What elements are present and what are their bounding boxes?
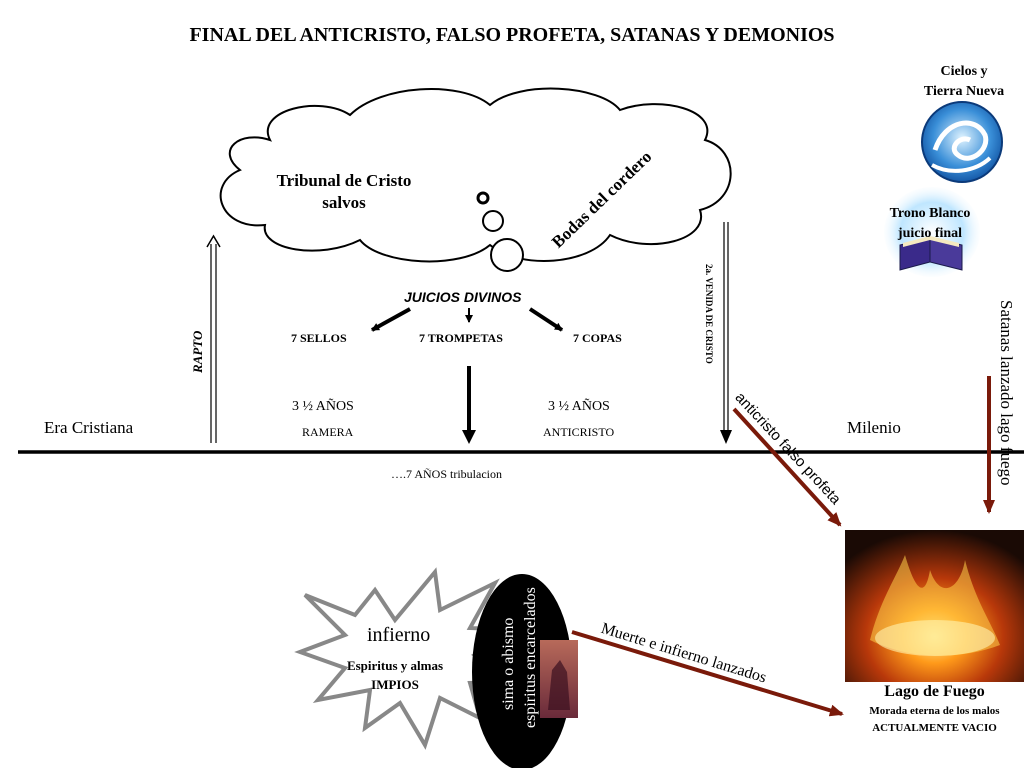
- thought-bubble-large: [490, 238, 524, 272]
- infierno-label: infierno: [367, 624, 431, 646]
- tribunal-line1: Tribunal de Cristo: [276, 171, 412, 190]
- arrow-anticristo-to-lago: [732, 407, 842, 527]
- thought-bubble-small: [476, 191, 490, 205]
- lago-line2: ACTUALMENTE VACIO: [872, 722, 997, 734]
- lago-title: Lago de Fuego: [884, 683, 985, 700]
- trono-line2: juicio final: [897, 226, 963, 241]
- cloud-shape: [219, 87, 732, 263]
- abismo-line1: sima o abismo: [500, 617, 517, 710]
- milenio-label: Milenio: [847, 418, 901, 437]
- abismo-ellipse: [472, 574, 572, 768]
- copas-label: 7 COPAS: [573, 331, 622, 345]
- juicios-title: JUICIOS DIVINOS: [404, 289, 522, 305]
- years-right-label: 3 ½ AÑOS: [548, 399, 610, 414]
- trono-label: Trono Blanco juicio final: [872, 204, 988, 244]
- book-icon: [884, 187, 980, 277]
- globe-icon: [921, 101, 1003, 183]
- cielos-line1: Cielos y: [940, 64, 988, 79]
- lago-fuego-image: [845, 530, 1024, 682]
- anticristo-label: ANTICRISTO: [543, 425, 615, 439]
- abismo-label: sima o abismo espiritus encarcelados: [498, 587, 542, 728]
- infierno-line1: Espiritus y almas: [346, 658, 444, 673]
- rapto-arrow-head: [206, 234, 221, 248]
- tribulacion-label: ….7 AÑOS tribulacion: [391, 467, 502, 481]
- abismo-figure-silhouette: [548, 660, 570, 710]
- venida-arrow-head: [720, 430, 732, 444]
- trono-line1: Trono Blanco: [889, 206, 971, 221]
- thought-bubble-medium: [482, 210, 504, 232]
- cielos-line2: Tierra Nueva: [923, 84, 1005, 99]
- rapto-label: RAPTO: [190, 330, 205, 373]
- infierno-line2: IMPIOS: [371, 677, 419, 692]
- sellos-label: 7 SELLOS: [291, 331, 347, 345]
- lago-line1: Morada eterna de los malos: [869, 705, 1000, 717]
- arrow-to-sellos: [371, 307, 411, 332]
- cielos-label: Cielos y Tierra Nueva: [904, 62, 1024, 102]
- arrow-to-copas: [528, 307, 564, 332]
- arrow-muerte-to-lago: [571, 630, 844, 717]
- era-cristiana-label: Era Cristiana: [44, 418, 134, 437]
- years-left-label: 3 ½ AÑOS: [292, 399, 354, 414]
- trompetas-label: 7 TROMPETAS: [419, 331, 503, 345]
- segunda-venida-label: 2a. VENIDA DE CRISTO: [704, 264, 714, 364]
- tribunal-label: Tribunal de Cristo salvos: [264, 170, 424, 214]
- infierno-burst-shape: [294, 567, 528, 750]
- tribunal-line2: salvos: [322, 193, 366, 212]
- satanas-label: Satanas lanzado lago fuego: [997, 300, 1016, 486]
- ramera-label: RAMERA: [302, 425, 354, 439]
- infierno-desc: Espiritus y almas IMPIOS: [334, 656, 456, 694]
- abismo-line2: espiritus encarcelados: [522, 587, 539, 728]
- arrow-to-timeline-head: [462, 430, 476, 444]
- page-title: FINAL DEL ANTICRISTO, FALSO PROFETA, SAT…: [189, 24, 835, 46]
